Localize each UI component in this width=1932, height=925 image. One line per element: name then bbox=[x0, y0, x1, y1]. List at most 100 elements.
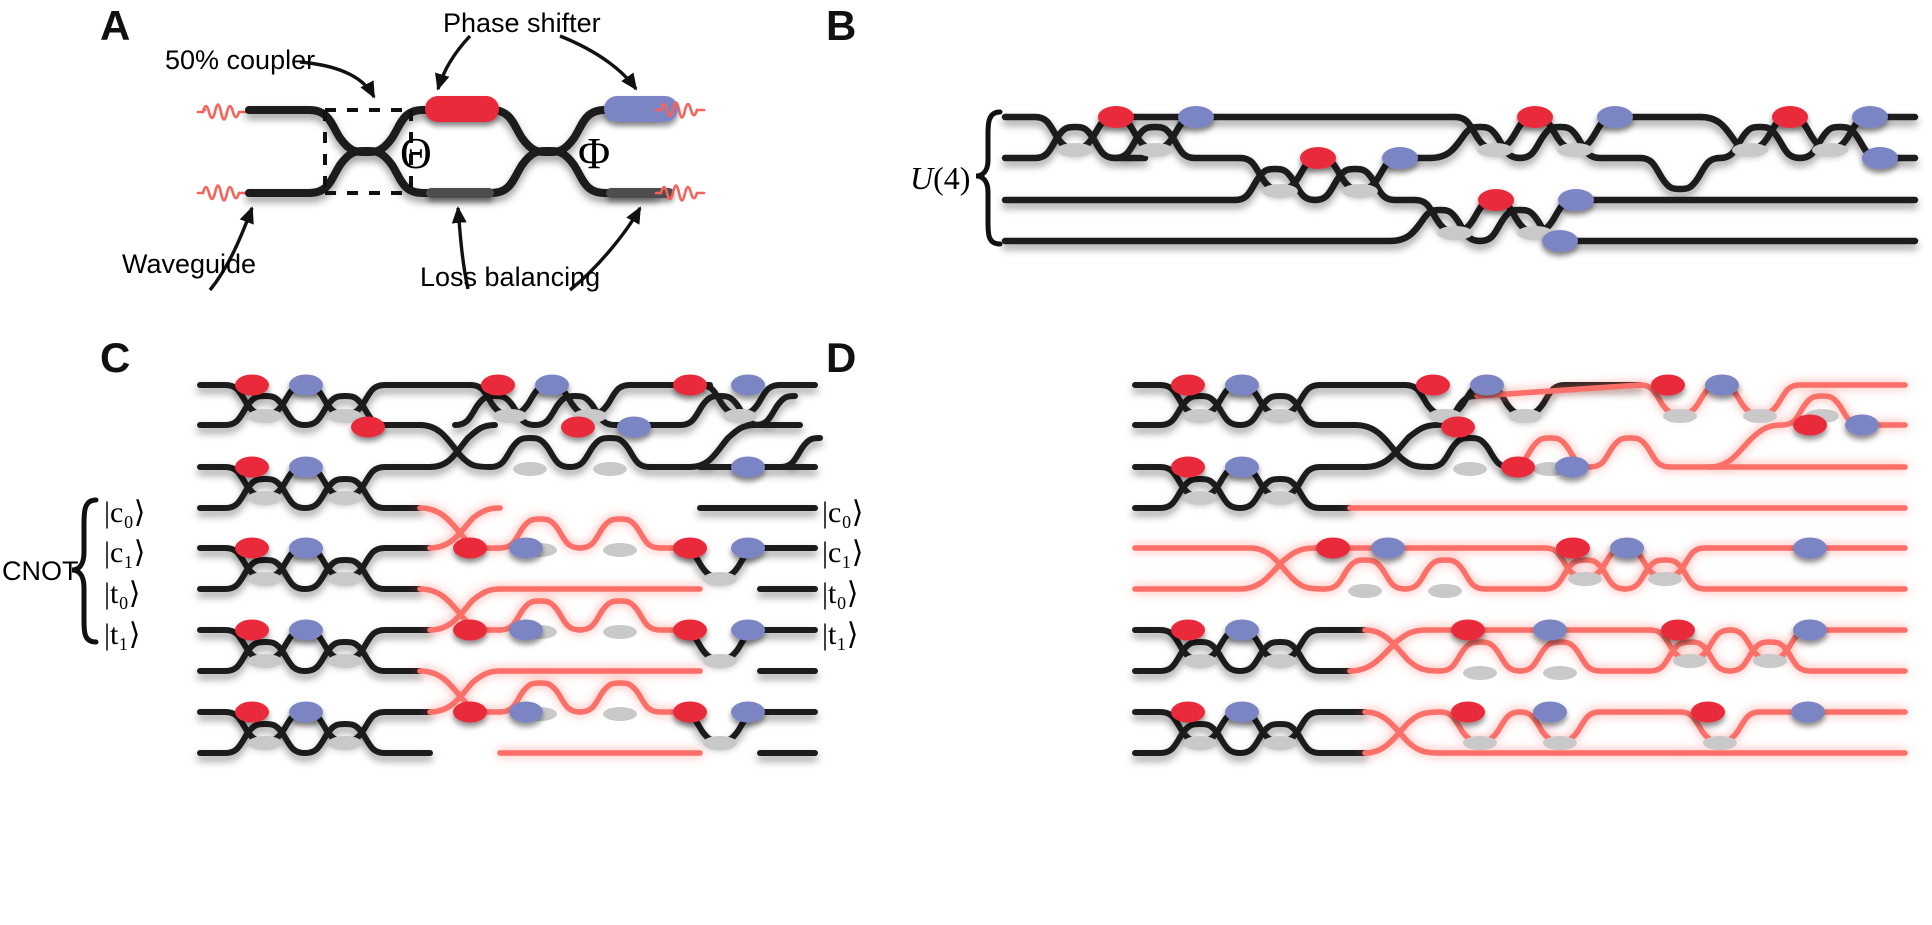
panel-letter-b: B bbox=[826, 2, 856, 49]
internal-phase-shifter bbox=[1556, 537, 1590, 559]
output-pulse-top bbox=[654, 101, 706, 119]
internal-phase-shifter bbox=[1772, 106, 1808, 128]
panel-a-circuit bbox=[196, 34, 706, 292]
external-phase-shifter[interactable] bbox=[604, 96, 678, 122]
input-ket-c0: |c₀⟩ bbox=[104, 496, 146, 529]
internal-phase-shifter bbox=[1098, 106, 1134, 128]
external-phase-shifter bbox=[1597, 106, 1633, 128]
internal-phase-shifter bbox=[351, 416, 385, 438]
panel-d-highlight-paths bbox=[1132, 382, 1908, 756]
external-phase-shifter bbox=[1225, 619, 1259, 641]
external-phase-shifter bbox=[1845, 414, 1879, 436]
internal-phase-shifter bbox=[673, 374, 707, 396]
external-phase-shifter bbox=[1225, 701, 1259, 723]
external-phase-shifter bbox=[1470, 374, 1504, 396]
external-phase-shifter bbox=[1533, 701, 1567, 723]
external-phase-shifter bbox=[731, 456, 765, 478]
annotation-arrows-panel-a bbox=[208, 34, 642, 292]
internal-phase-shifter bbox=[235, 456, 269, 478]
coupler-dashed-box bbox=[323, 108, 413, 195]
internal-phase-shifter bbox=[1451, 619, 1485, 641]
internal-phase-shifter bbox=[453, 701, 487, 723]
input-pulse-top bbox=[196, 103, 248, 121]
panel-a-waveguides bbox=[245, 106, 659, 197]
panel-d-loss-balancers bbox=[1183, 409, 1839, 750]
internal-phase-shifter bbox=[1300, 147, 1336, 169]
output-pulse-bottom bbox=[654, 184, 706, 202]
panel-c-mesh bbox=[197, 382, 823, 756]
input-ket-t0: |t₀⟩ bbox=[104, 577, 141, 610]
internal-phase-shifter bbox=[561, 416, 595, 438]
panel-letter-a: A bbox=[100, 2, 130, 49]
internal-phase-shifter bbox=[1416, 374, 1450, 396]
external-phase-shifter bbox=[1791, 701, 1825, 723]
external-phase-shifter bbox=[509, 701, 543, 723]
external-phase-shifter bbox=[1705, 374, 1739, 396]
loss-balancer-1 bbox=[426, 188, 494, 198]
external-phase-shifter bbox=[289, 619, 323, 641]
external-phase-shifter bbox=[1852, 106, 1888, 128]
input-ket-t1: |t₁⟩ bbox=[104, 618, 141, 651]
cnot-label: CNOT bbox=[2, 556, 79, 586]
internal-phase-shifter bbox=[1171, 619, 1205, 641]
internal-phase-shifter bbox=[1661, 619, 1695, 641]
cnot-brace bbox=[71, 497, 99, 645]
u4-brace bbox=[975, 109, 1003, 247]
external-phase-shifter bbox=[1793, 537, 1827, 559]
internal-phase-shifter bbox=[453, 537, 487, 559]
label-waveguide: Waveguide bbox=[122, 249, 257, 279]
external-phase-shifter bbox=[289, 374, 323, 396]
external-phase-shifter bbox=[1542, 230, 1578, 252]
panel-letter-c: C bbox=[100, 334, 130, 381]
u4-label-arg: (4) bbox=[933, 160, 971, 196]
internal-phase-shifter bbox=[453, 619, 487, 641]
panel-c-circuit bbox=[71, 374, 823, 756]
output-ket-t0: |t₀⟩ bbox=[822, 577, 859, 610]
output-ket-t1: |t₁⟩ bbox=[822, 618, 859, 651]
external-phase-shifter bbox=[289, 537, 323, 559]
internal-phase-shifter bbox=[235, 619, 269, 641]
external-phase-shifter bbox=[1178, 106, 1214, 128]
external-phase-shifter bbox=[509, 619, 543, 641]
input-pulse-bottom bbox=[196, 184, 248, 202]
internal-phase-shifter bbox=[673, 619, 707, 641]
theta-symbol: Θ bbox=[400, 129, 432, 178]
external-phase-shifter bbox=[535, 374, 569, 396]
internal-phase-shifter bbox=[1171, 456, 1205, 478]
panel-b-loss-balancers bbox=[1057, 143, 1848, 240]
internal-phase-shifter[interactable] bbox=[425, 96, 499, 122]
external-phase-shifter bbox=[1610, 537, 1644, 559]
external-phase-shifter bbox=[1382, 147, 1418, 169]
internal-phase-shifter bbox=[1441, 416, 1475, 438]
loss-balancer-2 bbox=[606, 188, 674, 198]
panel-b-phase-shifters[interactable] bbox=[1098, 106, 1898, 252]
internal-phase-shifter bbox=[673, 701, 707, 723]
internal-phase-shifter bbox=[1691, 701, 1725, 723]
panel-c-phase-shifters[interactable] bbox=[235, 374, 765, 723]
external-phase-shifter bbox=[289, 701, 323, 723]
external-phase-shifter bbox=[1555, 456, 1589, 478]
label-50-percent-coupler: 50% coupler bbox=[165, 45, 316, 75]
external-phase-shifter bbox=[617, 416, 651, 438]
panel-b-waveguides bbox=[1001, 113, 1919, 245]
external-phase-shifter bbox=[509, 537, 543, 559]
internal-phase-shifter bbox=[673, 537, 707, 559]
internal-phase-shifter bbox=[1171, 374, 1205, 396]
external-phase-shifter bbox=[731, 537, 765, 559]
internal-phase-shifter bbox=[1651, 374, 1685, 396]
panel-letter-d: D bbox=[826, 334, 856, 381]
input-ket-c1: |c₁⟩ bbox=[104, 536, 146, 569]
output-ket-c0: |c₀⟩ bbox=[822, 496, 864, 529]
panel-d-circuit bbox=[1132, 374, 1908, 756]
internal-phase-shifter bbox=[1316, 537, 1350, 559]
panel-b-circuit bbox=[975, 106, 1919, 252]
external-phase-shifter bbox=[289, 456, 323, 478]
internal-phase-shifter bbox=[235, 374, 269, 396]
u4-label-letter: U bbox=[910, 160, 934, 196]
internal-phase-shifter bbox=[1501, 456, 1535, 478]
u4-group-label: U(4) bbox=[910, 160, 970, 197]
external-phase-shifter bbox=[731, 374, 765, 396]
panel-d-phase-shifters[interactable] bbox=[1171, 374, 1879, 723]
external-phase-shifter bbox=[731, 619, 765, 641]
external-phase-shifter bbox=[1558, 189, 1594, 211]
